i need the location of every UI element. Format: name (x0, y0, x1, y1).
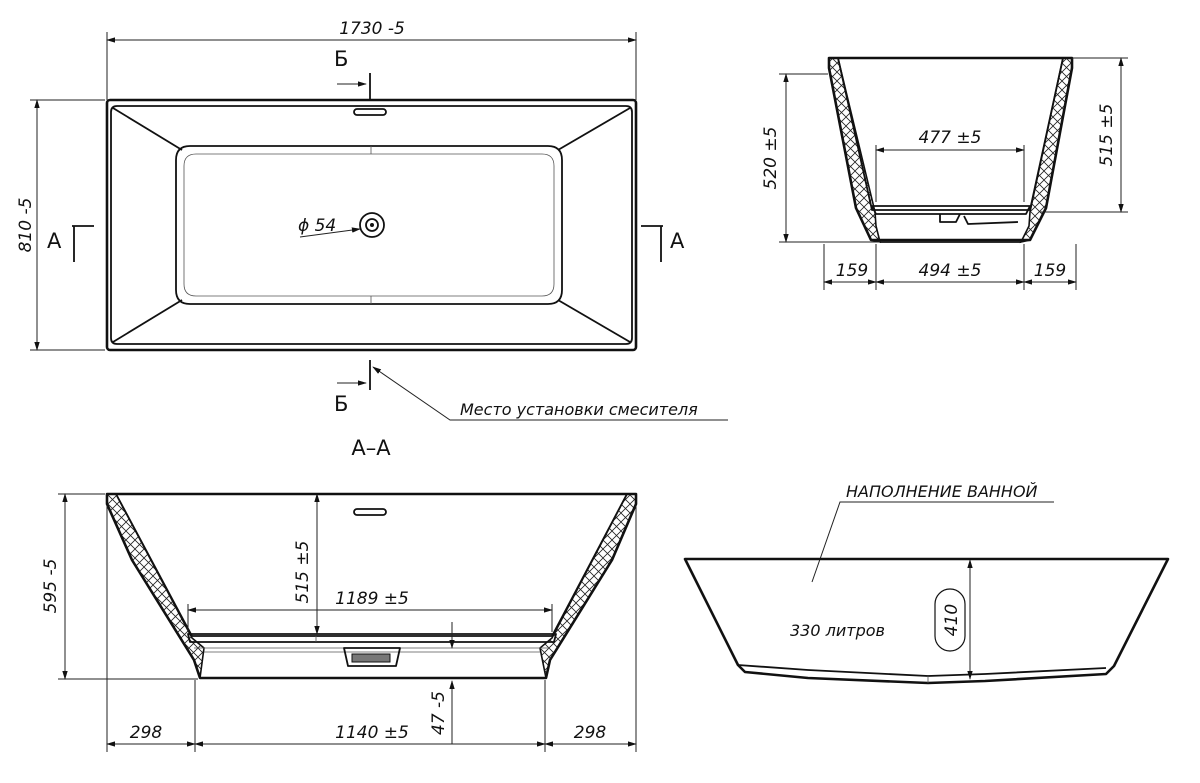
top-basin-floor (175, 145, 563, 305)
mixer-location-note: Место установки смесителя (460, 400, 698, 419)
section-base-dim: 1140 ±5 (335, 723, 409, 743)
section-aa-view: A–A 595 -5 515 ±5 1189 ±5 47 (41, 436, 638, 752)
filling-volume: 330 литров (790, 621, 885, 640)
top-inner-rim (110, 105, 633, 345)
filling-view: НАПОЛНЕНИЕ ВАННОЙ 330 литров 410 (683, 482, 1170, 685)
end-inner-bottom-dim: 477 ±5 (919, 128, 982, 148)
section-overflow (353, 508, 387, 516)
drain-diameter-dim: ϕ 54 (298, 216, 336, 236)
end-right-height-dim: 515 ±5 (1097, 104, 1117, 167)
section-a-left-label: A (47, 229, 62, 253)
section-right-offset-dim: 298 (574, 723, 607, 743)
filling-title: НАПОЛНЕНИЕ ВАННОЙ (846, 482, 1038, 501)
end-left-offset-dim: 159 (836, 261, 868, 281)
top-width-dim: 810 -5 (16, 198, 36, 253)
top-overflow (353, 108, 387, 116)
section-a-right-label: A (670, 229, 685, 253)
top-view: 1730 -5 810 -5 ϕ 54 A A (16, 19, 728, 421)
top-length-dim: 1730 -5 (339, 19, 405, 39)
end-section-view: 520 ±5 515 ±5 477 ±5 159 494 ±5 159 (761, 56, 1128, 290)
section-b-bottom-label: Б (334, 392, 348, 416)
section-b-top-label: Б (334, 47, 348, 71)
top-outer-rim (105, 98, 638, 352)
end-base-dim: 494 ±5 (919, 261, 982, 281)
section-left-offset-dim: 298 (130, 723, 163, 743)
section-height-dim: 595 -5 (41, 559, 61, 614)
section-foot-dim: 47 -5 (429, 691, 449, 735)
section-depth-dim: 515 ±5 (293, 541, 313, 604)
top-drain (359, 212, 385, 238)
filling-level-dim: 410 (942, 604, 962, 636)
section-inner-length-dim: 1189 ±5 (335, 589, 409, 609)
section-aa-title: A–A (351, 436, 391, 460)
end-left-height-dim: 520 ±5 (761, 127, 781, 190)
end-right-offset-dim: 159 (1034, 261, 1066, 281)
